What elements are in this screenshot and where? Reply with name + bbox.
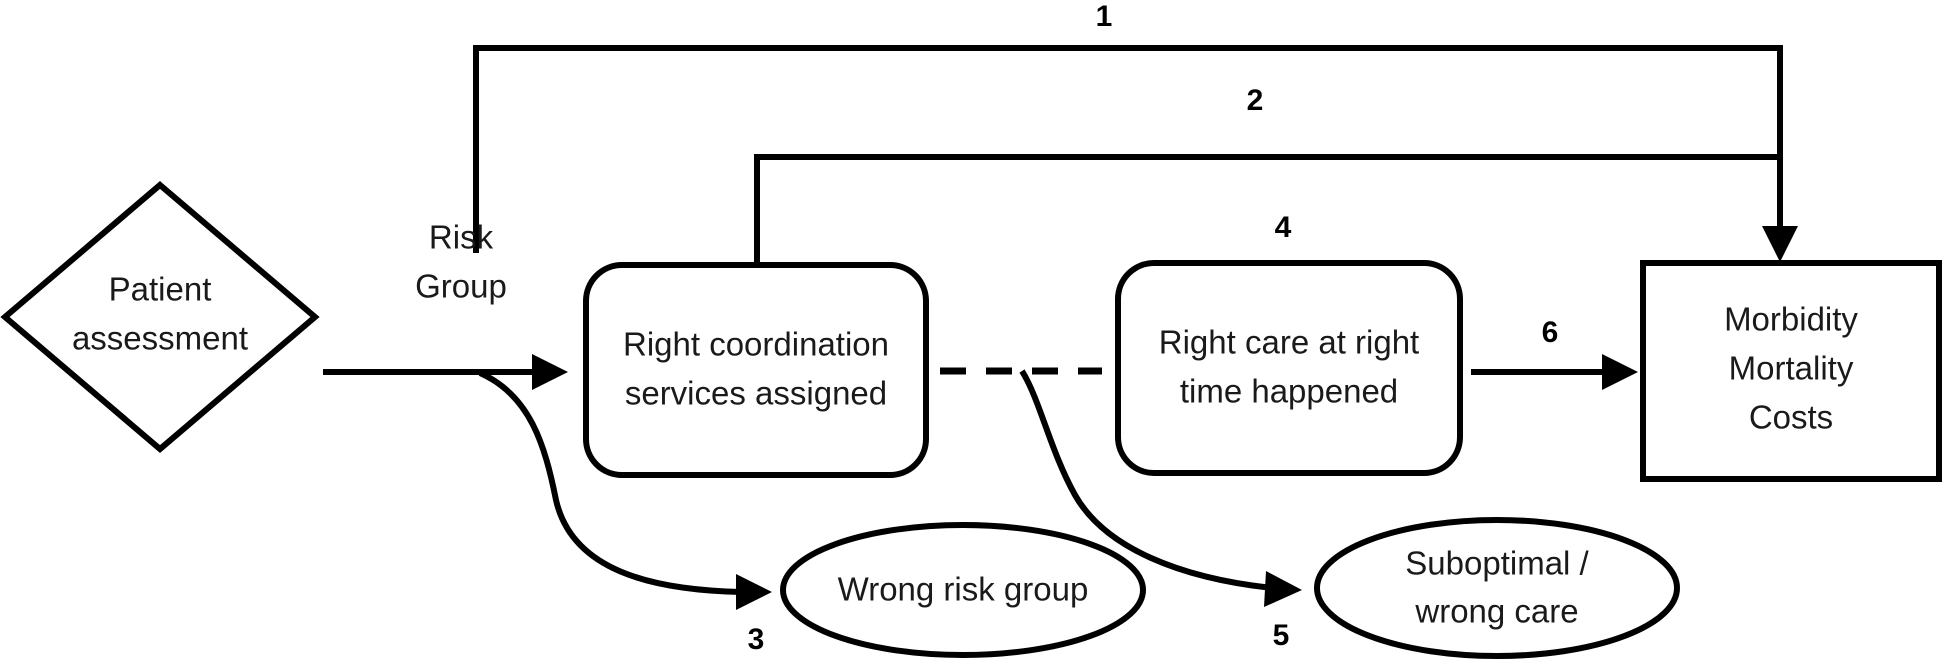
morbidity-mortality-costs-label-line-2: Mortality <box>1729 350 1854 387</box>
edge-3-connector <box>478 370 772 610</box>
morbidity-mortality-costs-shape <box>1640 260 1942 482</box>
edge-label-5: 5 <box>1273 619 1290 652</box>
edge-1-arrowhead <box>1762 226 1798 262</box>
edge-3-arrowhead <box>736 574 772 610</box>
edge-label-1: 1 <box>1096 0 1113 33</box>
risk-group-arrowhead <box>532 354 568 390</box>
morbidity-mortality-costs-label-line-1: Morbidity <box>1724 301 1858 338</box>
patient-assessment-shape <box>0 181 320 453</box>
edge-5-connector <box>1019 369 1302 607</box>
node-patient-assessment[interactable]: Patient assessment <box>0 181 320 453</box>
right-care-right-time-shape <box>1115 260 1463 476</box>
edge-5-arrowhead <box>1264 571 1302 607</box>
edge-1-connector <box>473 45 1798 262</box>
patient-assessment-label-line-1: Patient <box>109 271 212 308</box>
suboptimal-wrong-care-label-line-2: wrong care <box>1414 593 1578 630</box>
edge-6-connector <box>1471 354 1638 390</box>
patient-assessment-label-line-2: assessment <box>72 320 248 357</box>
node-right-care-right-time[interactable]: Right care at right time happened <box>1115 260 1463 476</box>
edge-2-path <box>754 154 1780 262</box>
node-right-coordination-services[interactable]: Right coordination services assigned <box>583 262 929 478</box>
risk-group-connector <box>323 354 568 390</box>
right-coordination-services-shape <box>583 262 929 478</box>
right-coordination-services-label-line-1: Right coordination <box>623 326 889 363</box>
edge-label-4: 4 <box>1275 211 1292 244</box>
edge-label-6: 6 <box>1542 316 1559 349</box>
wrong-risk-group-label: Wrong risk group <box>838 571 1089 608</box>
wrong-risk-group-shape <box>780 522 1146 658</box>
morbidity-mortality-costs-label-line-3: Costs <box>1749 399 1833 436</box>
edge-2-connector <box>754 154 1780 262</box>
edge-label-2: 2 <box>1247 84 1264 117</box>
edge-6-arrowhead <box>1602 354 1638 390</box>
risk-group-caption-line-1: Risk <box>429 219 494 256</box>
right-coordination-services-label-line-2: services assigned <box>625 375 887 412</box>
risk-group-caption-line-2: Group <box>415 268 507 305</box>
right-care-right-time-label-line-2: time happened <box>1180 373 1398 410</box>
edge-label-3: 3 <box>748 623 765 656</box>
node-suboptimal-wrong-care[interactable]: Suboptimal / wrong care <box>1314 517 1680 659</box>
edge-1-path <box>473 45 1783 253</box>
suboptimal-wrong-care-shape <box>1314 517 1680 659</box>
edge-5-path <box>1019 369 1273 591</box>
node-morbidity-mortality-costs[interactable]: Morbidity Mortality Costs <box>1640 260 1942 482</box>
suboptimal-wrong-care-label-line-1: Suboptimal / <box>1405 545 1589 582</box>
edge-3-path <box>478 370 743 595</box>
node-wrong-risk-group[interactable]: Wrong risk group <box>780 522 1146 658</box>
right-care-right-time-label-line-1: Right care at right <box>1159 324 1419 361</box>
